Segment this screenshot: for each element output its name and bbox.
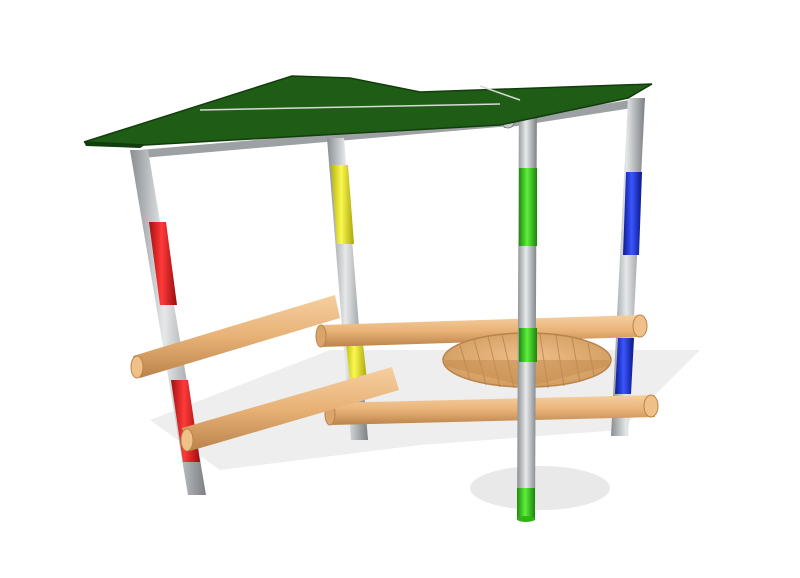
rail-left-upper (130, 295, 340, 379)
rail-left-lower (180, 367, 399, 452)
post-yellow (327, 138, 368, 440)
post-blue (611, 98, 645, 436)
post-green (517, 88, 538, 522)
roof (83, 75, 653, 148)
